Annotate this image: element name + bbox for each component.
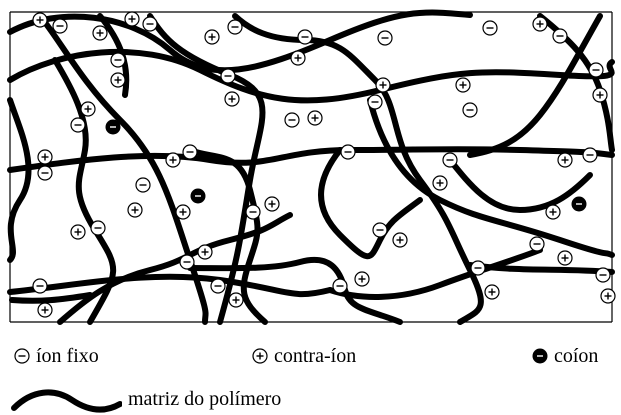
- fixed-ion: [284, 112, 300, 128]
- counter-ion: [80, 101, 96, 117]
- counter-ion: [175, 204, 191, 220]
- counter-ion: [204, 29, 220, 45]
- polymer-chain: [97, 13, 130, 98]
- polymer-chain: [7, 48, 615, 104]
- coion: [105, 119, 121, 135]
- fixed-ion: [297, 29, 313, 45]
- fixed-ion: [588, 62, 604, 78]
- polymer-chain: [7, 146, 615, 173]
- fixed-ion: [142, 16, 158, 32]
- counter-ion: [600, 288, 616, 304]
- legend-fixed-ion: íon fixo: [14, 346, 99, 366]
- counter-ion: [37, 302, 53, 318]
- fixed-ion: [552, 28, 568, 44]
- counter-ion: [264, 196, 280, 212]
- polymer-chain: [9, 292, 93, 304]
- polymer-chain: [327, 247, 543, 300]
- fixed-ions: [32, 16, 611, 294]
- fixed-ion: [367, 94, 383, 110]
- counter-ion: [557, 250, 573, 266]
- polymer-chain: [37, 13, 209, 325]
- fixed-ion: [90, 220, 106, 236]
- fixed-ion: [110, 52, 126, 68]
- fixed-ion: [377, 30, 393, 46]
- polymer-chain: [187, 257, 403, 325]
- counter-ion: [557, 152, 573, 168]
- counter-ion: [228, 292, 244, 308]
- legend-polymer-matrix: matriz do polímero: [10, 384, 281, 414]
- counter-ion: [70, 224, 86, 240]
- fixed-ion: [470, 260, 486, 276]
- polymer-chain: [7, 9, 473, 74]
- counter-ion: [532, 16, 548, 32]
- counter-ion: [92, 25, 108, 41]
- counter-ion: [375, 77, 391, 93]
- polymer-chain: [367, 97, 615, 258]
- fixed-ion: [52, 18, 68, 34]
- counter-ion: [354, 271, 370, 287]
- fixed-ion-symbol-icon: [14, 348, 30, 364]
- fixed-ion: [245, 204, 261, 220]
- counter-ion: [545, 204, 561, 220]
- fixed-ion: [179, 254, 195, 270]
- legend-polymer-matrix-label: matriz do polímero: [128, 388, 282, 410]
- counter-ion: [110, 72, 126, 88]
- polymer-chain: [52, 57, 117, 325]
- counter-ion: [127, 202, 143, 218]
- polymer-chain: [467, 13, 603, 158]
- coions: [105, 119, 587, 212]
- legend-counter-ion-label: contra-íon: [274, 345, 357, 367]
- counter-ion: [307, 110, 323, 126]
- coion: [571, 196, 587, 212]
- fixed-ion: [32, 278, 48, 294]
- polymer-chain: [7, 97, 32, 263]
- counter-ion: [165, 152, 181, 168]
- membrane-frame: [9, 11, 613, 323]
- fixed-ion: [332, 278, 348, 294]
- legend-counter-ion: contra-íon: [252, 346, 356, 366]
- counter-ion: [432, 175, 448, 191]
- polymer-chain-symbol-icon: [11, 389, 122, 413]
- counter-ion: [592, 87, 608, 103]
- coion: [190, 188, 206, 204]
- polymer-chain: [537, 13, 615, 153]
- counter-ion: [290, 50, 306, 66]
- counter-ions: [32, 11, 616, 318]
- fixed-ion: [529, 236, 545, 252]
- fixed-ion: [482, 20, 498, 36]
- counter-ion: [392, 232, 408, 248]
- counter-ion-symbol-icon: [252, 348, 268, 364]
- polymer-chains: [7, 9, 615, 325]
- legend-coion-label: coíon: [554, 345, 599, 367]
- coion-symbol-icon: [532, 348, 548, 364]
- polymer-chain: [447, 157, 593, 213]
- fixed-ion: [462, 102, 478, 118]
- fixed-ion: [210, 278, 226, 294]
- counter-ion: [32, 12, 48, 28]
- counter-ion: [224, 91, 240, 107]
- fixed-ion: [595, 267, 611, 283]
- fixed-ion: [70, 117, 86, 133]
- polymer-chain: [7, 273, 333, 298]
- counter-ion: [124, 11, 140, 27]
- fixed-ion: [582, 147, 598, 163]
- fixed-ion: [182, 144, 198, 160]
- counter-ion: [484, 284, 500, 300]
- counter-ion: [37, 149, 53, 165]
- polymer-chain: [187, 147, 268, 325]
- fixed-ion: [442, 152, 458, 168]
- fixed-ion: [220, 68, 236, 84]
- fixed-ion: [227, 19, 243, 35]
- counter-ion: [455, 77, 471, 93]
- fixed-ion: [340, 144, 356, 160]
- counter-ion: [197, 244, 213, 260]
- fixed-ion: [372, 222, 388, 238]
- legend-fixed-ion-label: íon fixo: [36, 345, 99, 367]
- legend-coion: coíon: [532, 346, 598, 366]
- polymer-chain: [318, 147, 423, 260]
- fixed-ion: [37, 165, 53, 181]
- fixed-ion: [135, 177, 151, 193]
- polymer-chain: [147, 13, 266, 325]
